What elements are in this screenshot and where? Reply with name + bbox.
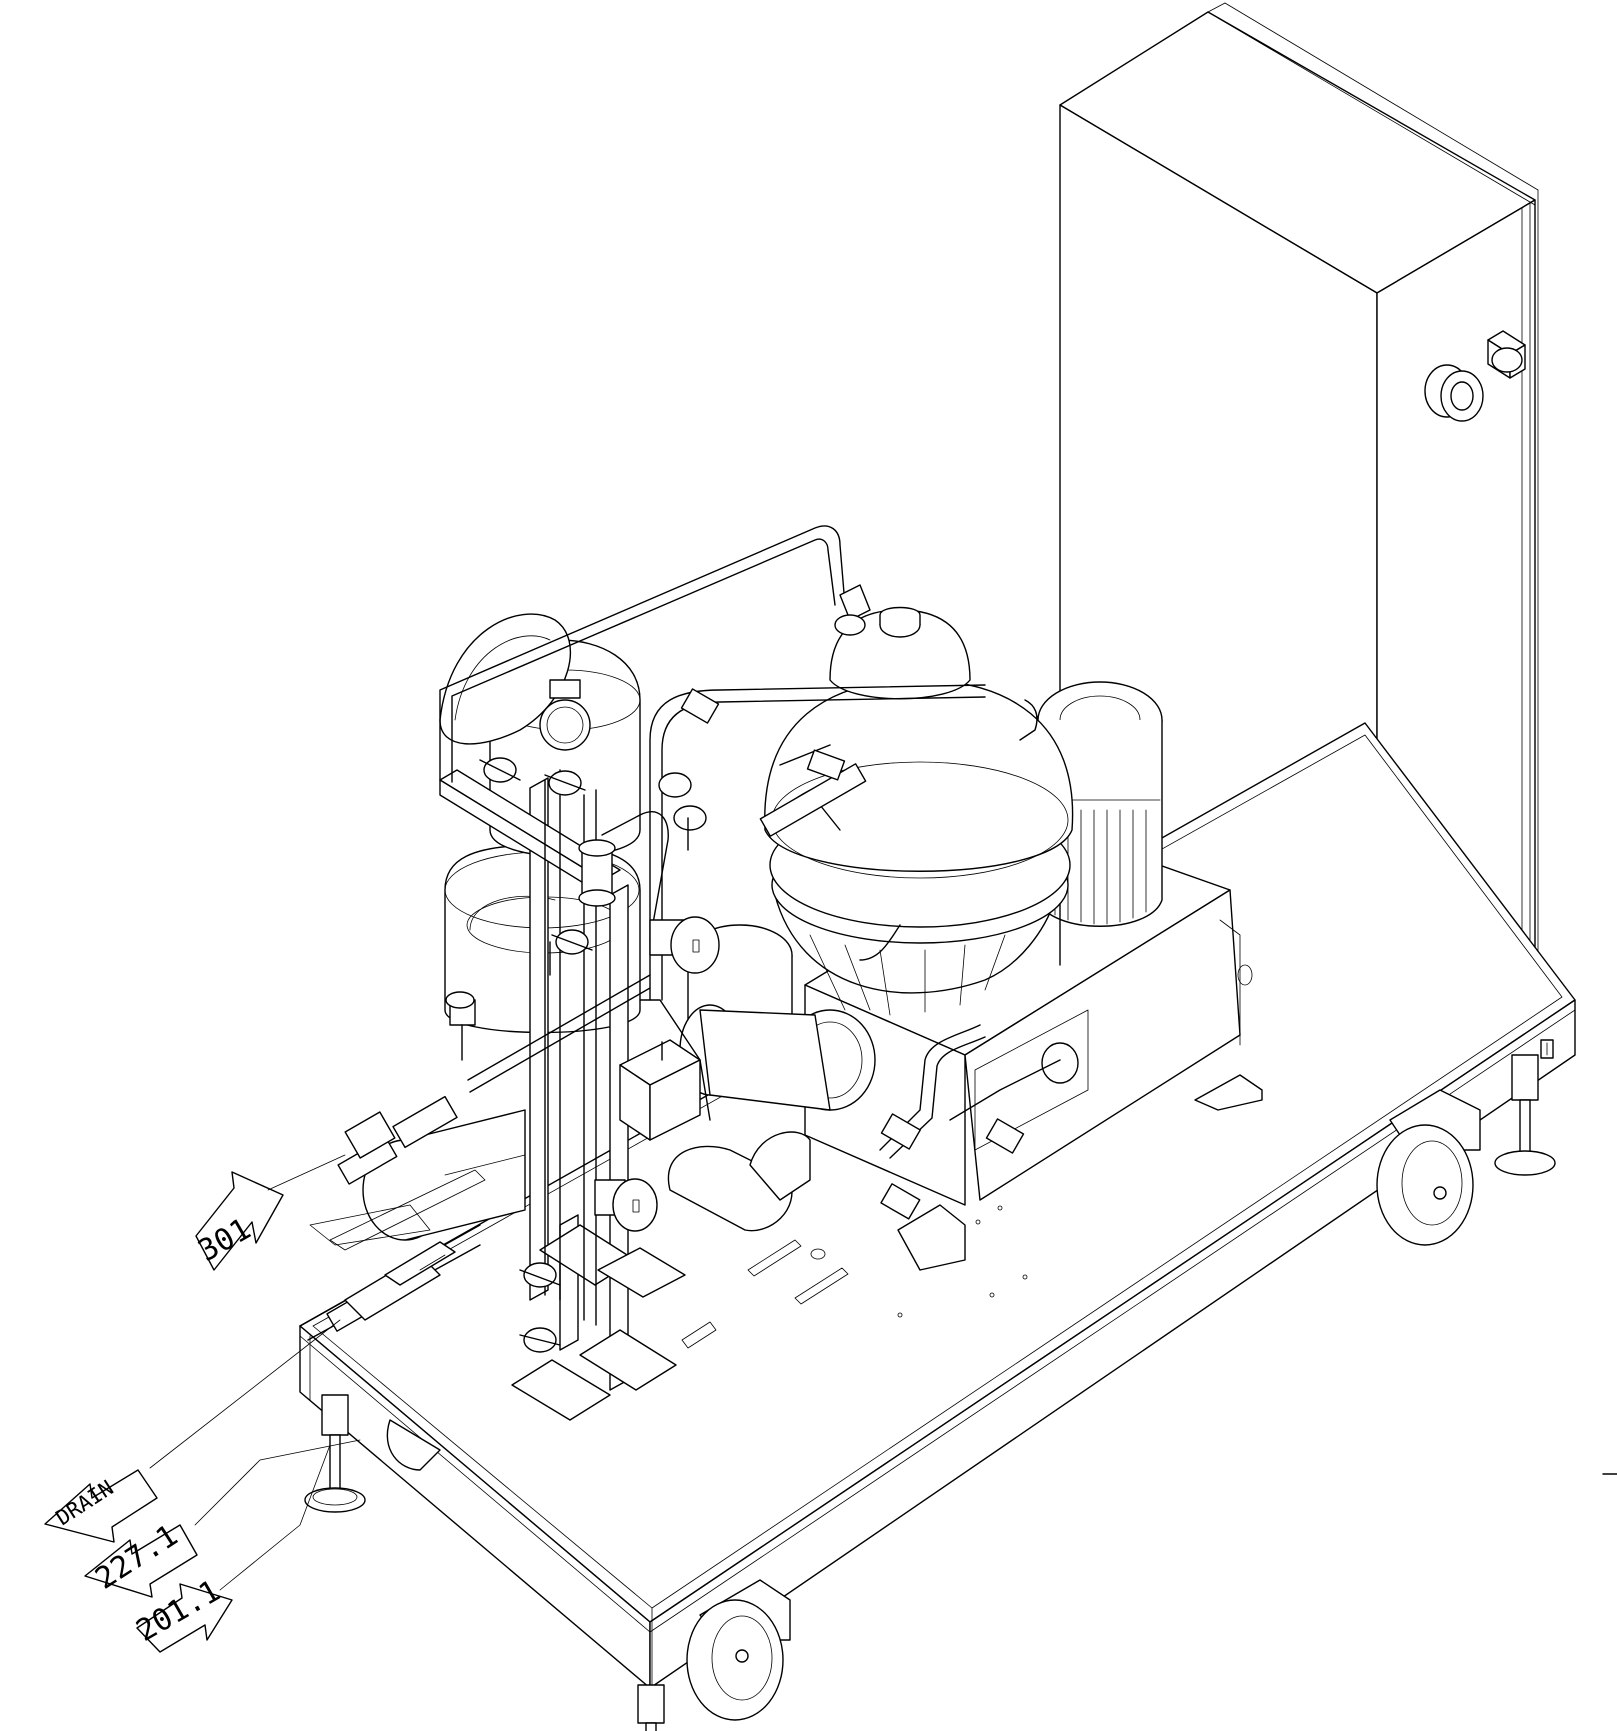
bottom-plate (309, 1169, 486, 1251)
valve-clamp-4[interactable] (658, 772, 707, 851)
inlet-nozzle[interactable] (337, 1095, 458, 1185)
caster-wheel-front (686, 1579, 791, 1721)
valve-top[interactable] (834, 584, 871, 636)
valve-clamp-6[interactable] (519, 1327, 561, 1353)
caster-wheel-rear (1376, 1089, 1481, 1246)
fitting-c[interactable] (985, 1118, 1025, 1154)
valve-clamp-1[interactable] (479, 757, 521, 783)
fitting-f[interactable] (445, 991, 476, 1061)
label-201-1: 201.1 (131, 1573, 227, 1648)
instrument-dial-2 (594, 1178, 658, 1232)
pump-center (667, 924, 876, 1232)
instrument-dial-1 (649, 916, 720, 974)
leveling-foot-rear-right[interactable] (1494, 1054, 1556, 1176)
fitting-e[interactable] (880, 1183, 921, 1220)
label-301: 301 (193, 1212, 257, 1269)
label-227-1: 227.1 (89, 1518, 184, 1597)
arrow-201-1 (136, 1444, 331, 1653)
cabinet-handle[interactable] (1487, 330, 1526, 379)
separator-bowl (759, 606, 1074, 1016)
pressure-gauge (539, 679, 591, 751)
leveling-foot-front-left[interactable] (304, 1394, 366, 1513)
fitting-b[interactable] (880, 1113, 921, 1150)
leveling-foot-front-right[interactable] (621, 1684, 681, 1731)
valve-clamp-5[interactable] (519, 1262, 561, 1288)
junction-box (619, 1039, 701, 1141)
drain-hose (326, 1241, 456, 1332)
valve-clamp-3[interactable] (549, 929, 593, 976)
fitting-a[interactable] (680, 688, 720, 724)
caster-wheel-left (386, 1419, 441, 1471)
pipe-frame (299, 525, 1061, 1421)
valve-clamp-2[interactable] (544, 770, 586, 796)
arrow-301 (195, 1154, 346, 1271)
fitting-d[interactable] (806, 749, 846, 781)
electric-motor (1029, 681, 1163, 966)
sight-glass (578, 839, 616, 907)
arrow-drain (44, 1319, 341, 1543)
label-drain: DRAIN (52, 1476, 118, 1531)
arrow-227-1 (84, 1439, 361, 1598)
indicator-lamp (1424, 364, 1484, 422)
